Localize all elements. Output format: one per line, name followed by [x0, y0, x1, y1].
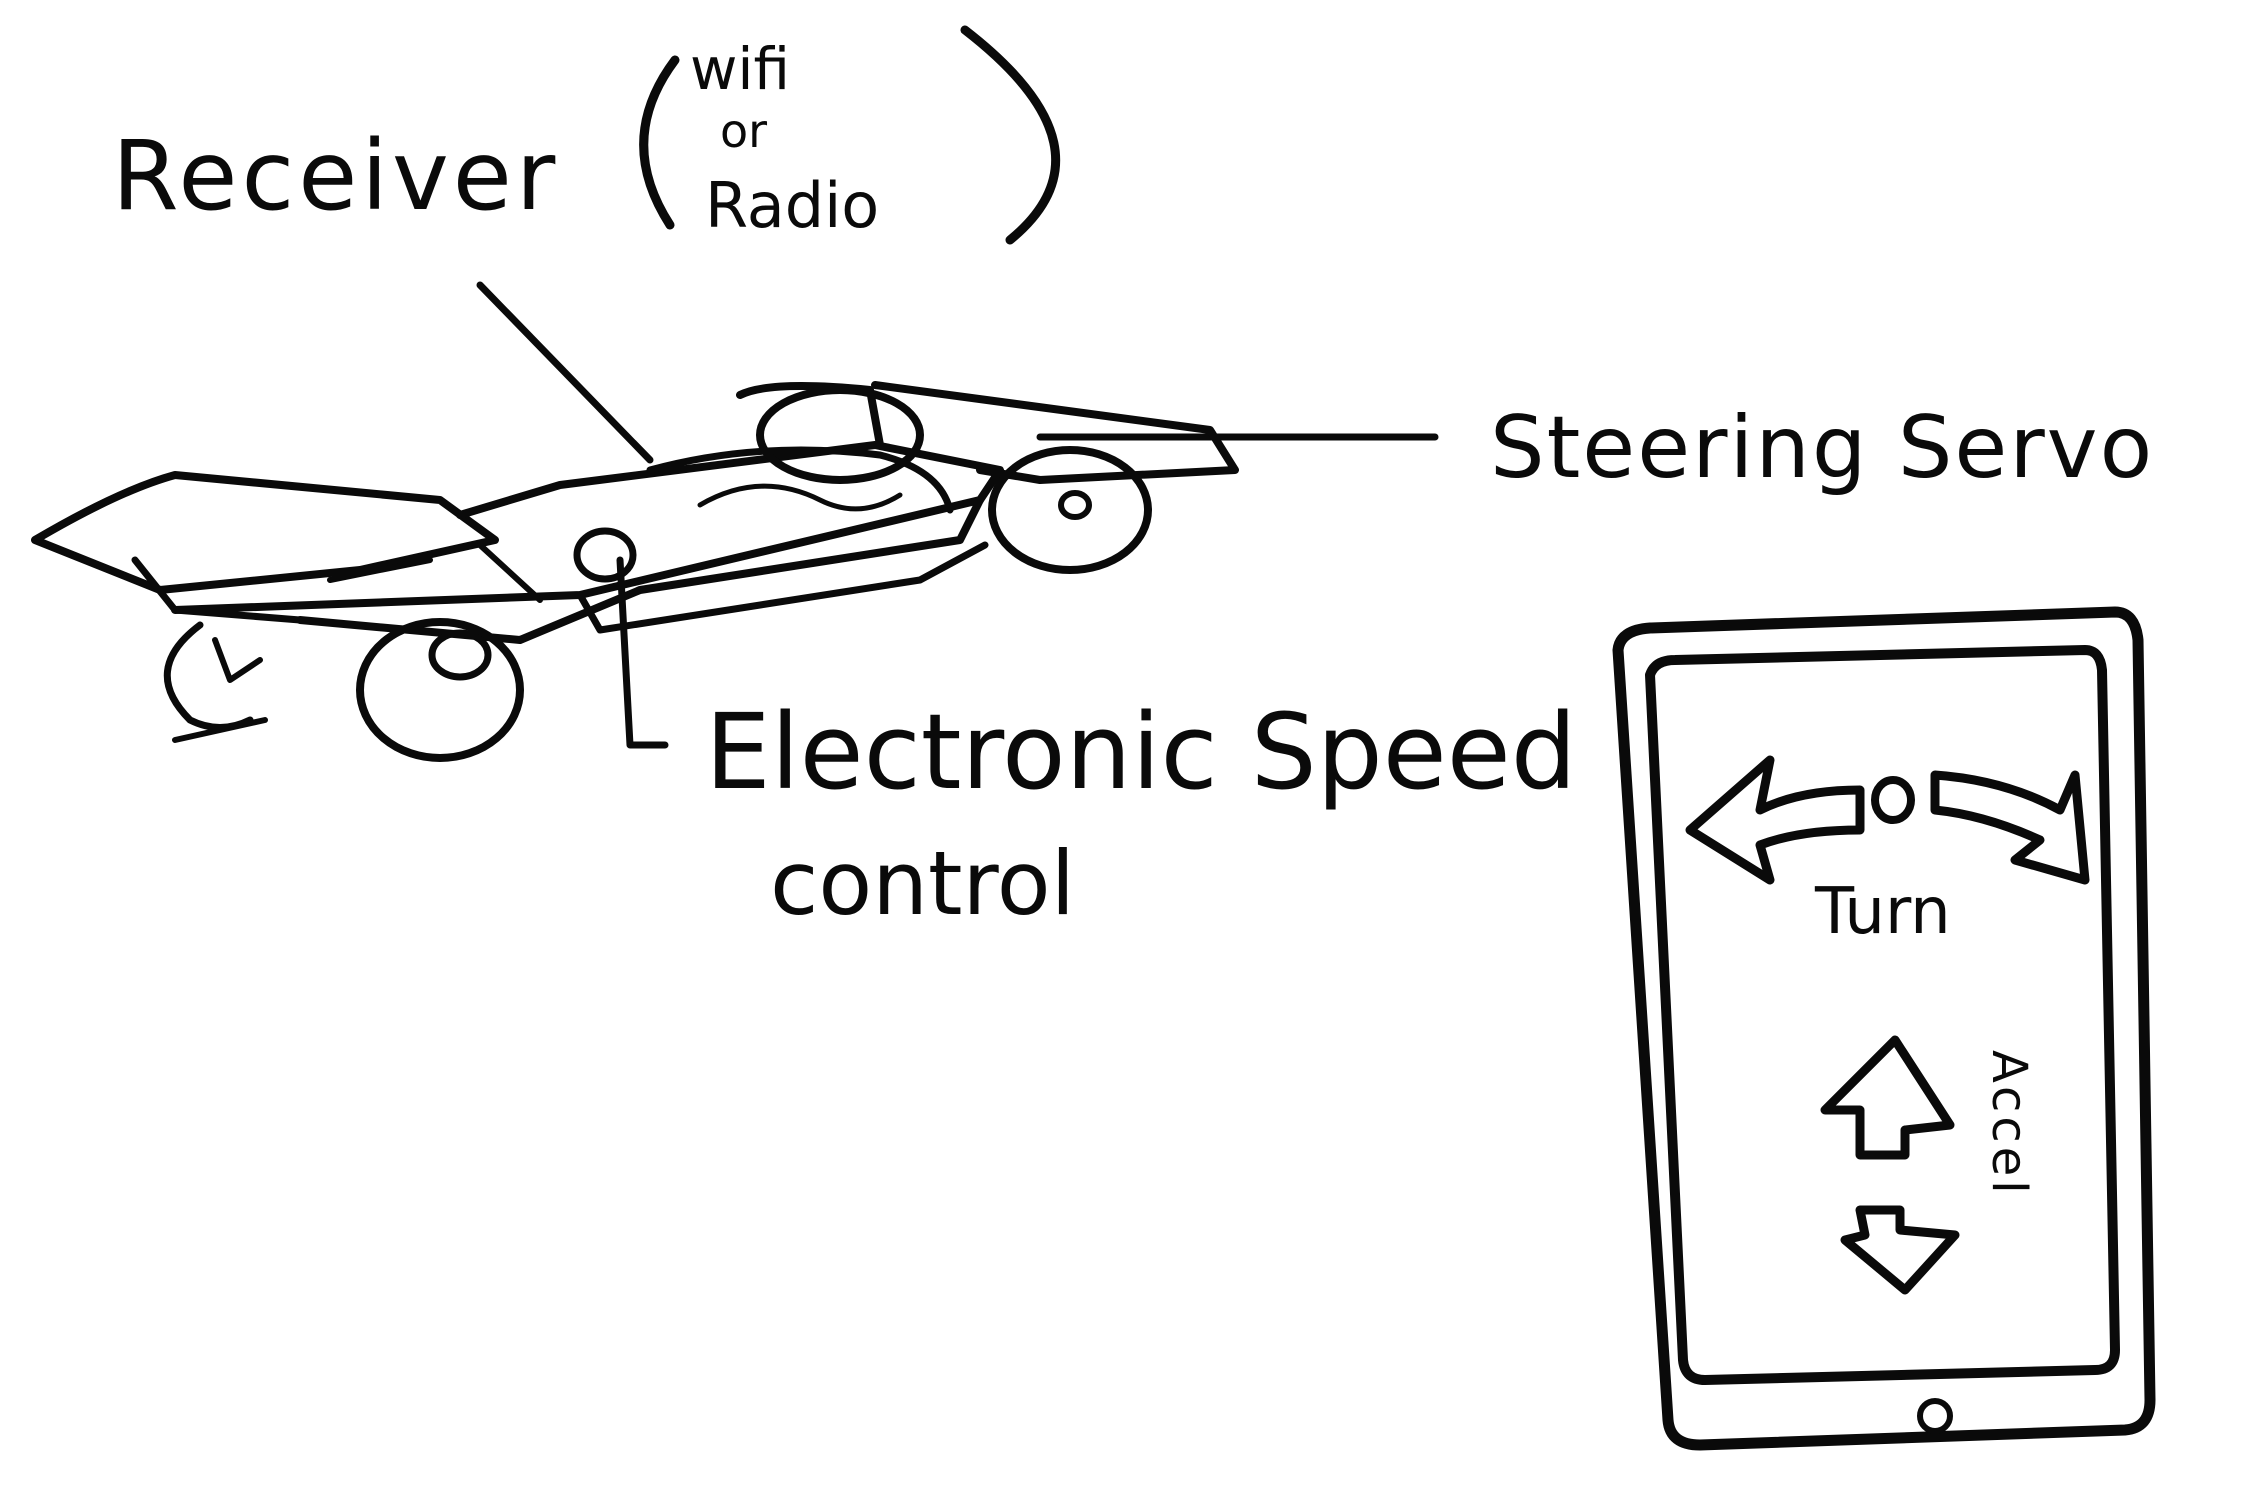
rc-car-sketch	[31, 381, 1239, 762]
esc-label-line1: Electronic Speed	[705, 691, 1577, 813]
steering-servo-label: Steering Servo	[1490, 398, 2155, 498]
turn-center-knob	[1871, 776, 1915, 824]
accel-down-arrow-icon	[1840, 1205, 1960, 1295]
esc-leader-line	[616, 556, 669, 749]
turn-left-arrow-icon	[1685, 755, 1865, 885]
receiver-label: Receiver	[112, 120, 560, 232]
or-label: or	[720, 104, 768, 158]
esc-label-line2: control	[770, 832, 1076, 935]
accel-up-arrow-icon	[1820, 1035, 1955, 1160]
turn-right-arrow-icon	[1930, 770, 2090, 885]
accel-label: Accel	[1981, 1050, 2037, 1198]
left-paren	[639, 55, 680, 230]
home-button-icon	[1917, 1398, 1953, 1434]
radio-label: Radio	[705, 169, 880, 242]
phone-controller-sketch	[1612, 606, 2156, 1451]
turn-label: Turn	[1815, 875, 1951, 949]
receiver-leader-line	[476, 281, 654, 464]
wifi-label: wifi	[690, 35, 791, 103]
right-paren	[960, 25, 1060, 245]
